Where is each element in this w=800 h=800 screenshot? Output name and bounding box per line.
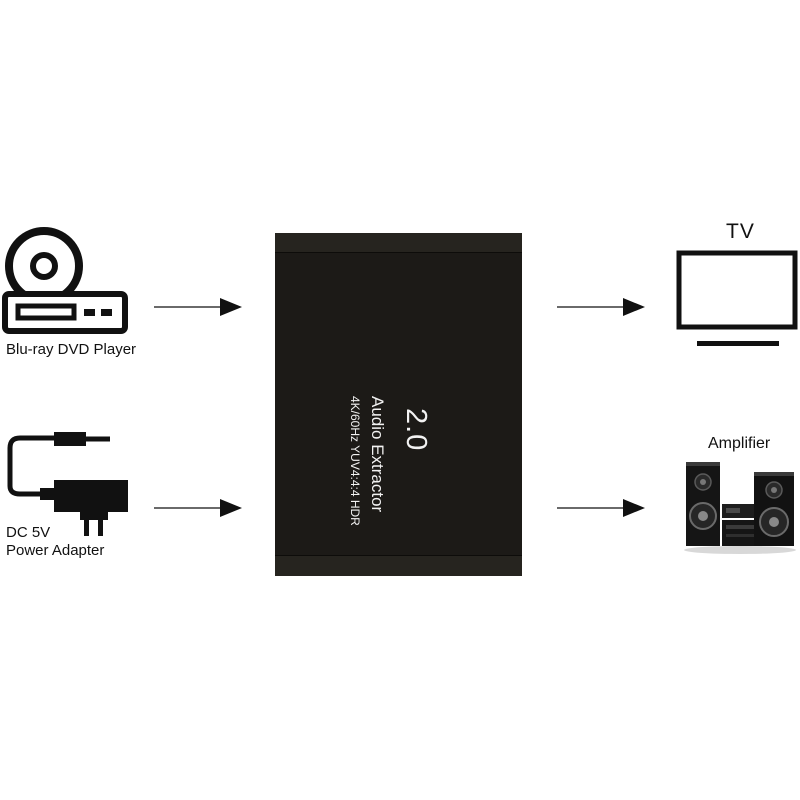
- arrow-icon: [220, 298, 242, 316]
- device-spec: 4K/60Hz YUV4:4:4 HDR: [348, 396, 362, 526]
- audio-extractor-device: [275, 233, 522, 576]
- power-label-line2: Power Adapter: [6, 542, 105, 559]
- dvd-player-label: Blu-ray DVD Player: [6, 341, 137, 358]
- device-bottom-band: [275, 555, 522, 576]
- arrow-icon: [623, 499, 645, 517]
- arrow-power-to-device: [154, 499, 242, 517]
- arrow-device-to-amplifier: [557, 499, 645, 517]
- device-name: Audio Extractor: [368, 396, 387, 513]
- arrow-device-to-tv: [557, 298, 645, 316]
- amplifier-icon: [684, 462, 796, 554]
- tv-icon: [676, 250, 798, 346]
- amplifier-label: Amplifier: [708, 435, 771, 452]
- arrow-icon: [623, 298, 645, 316]
- power-adapter-icon: [7, 432, 128, 536]
- power-label-line1: DC 5V: [6, 524, 51, 541]
- arrow-icon: [220, 499, 242, 517]
- dvd-player-icon: [2, 227, 128, 334]
- device-top-band: [275, 233, 522, 253]
- device-version: 2.0: [400, 408, 432, 452]
- tv-label: TV: [726, 220, 755, 243]
- arrow-dvd-to-device: [154, 298, 242, 316]
